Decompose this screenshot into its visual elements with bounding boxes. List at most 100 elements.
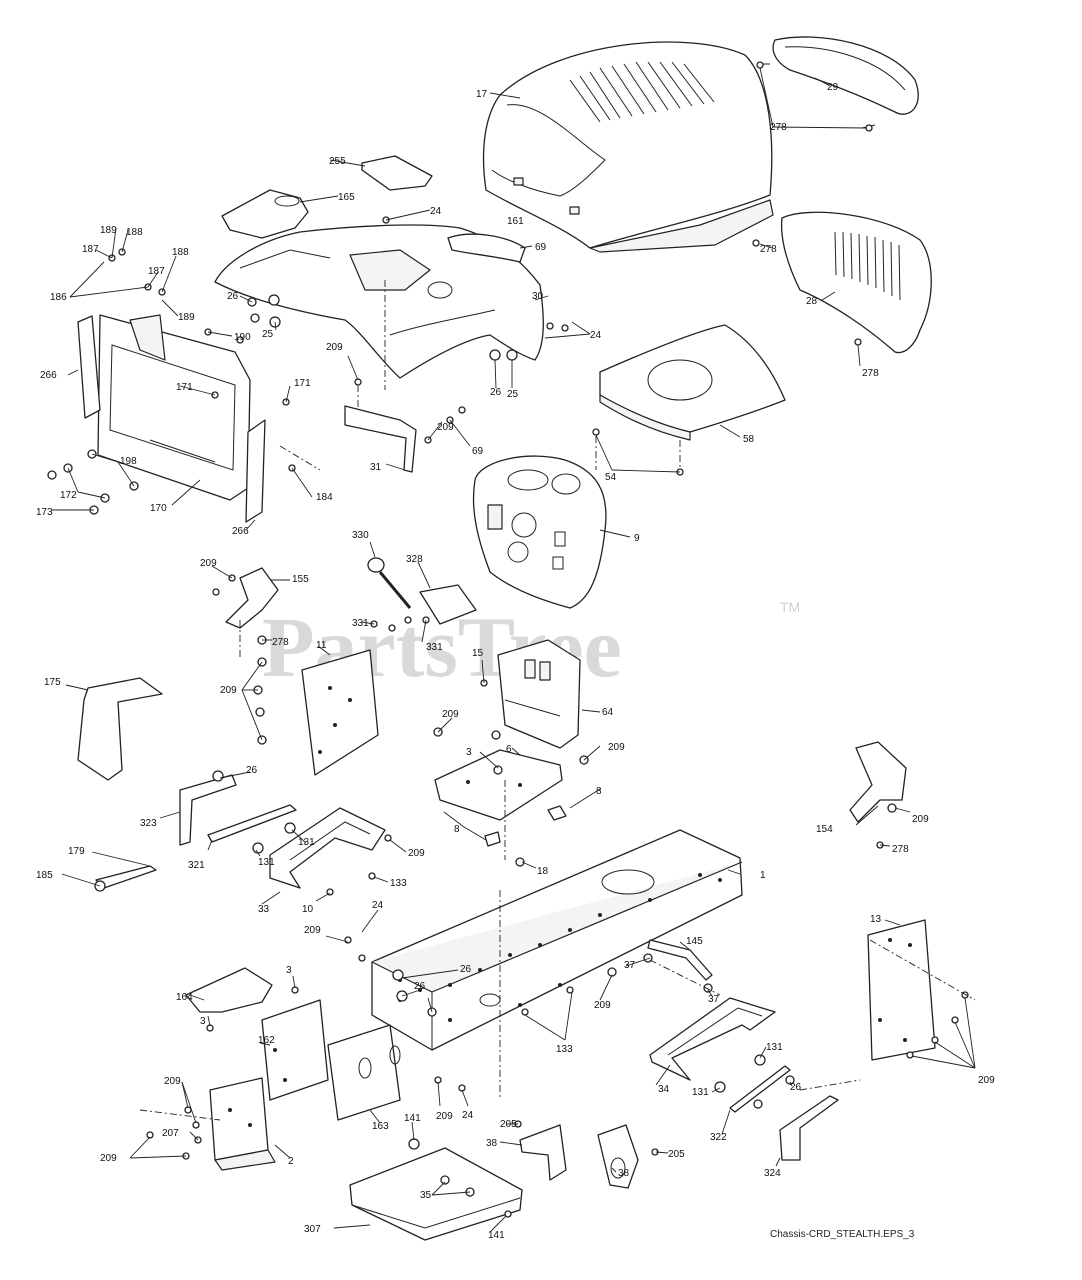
callout-bolt-3-164: 3 [286,965,292,976]
callout-footrest-33: 33 [258,904,270,915]
callout-plate-307: 307 [304,1224,321,1235]
callout-bolt-209-b: 209 [437,422,454,433]
callout-spring-189-a: 189 [100,225,117,236]
hood-part [482,41,774,253]
plate-307-part [349,1147,523,1241]
callout-spring-189-b: 189 [178,312,195,323]
callout-washer-25-left: 25 [262,329,274,340]
clip-8-b-part [484,831,501,847]
callout-plate-162: 162 [258,1035,275,1046]
callout-screw-278-hood: 278 [770,122,787,133]
callout-rod-179: 179 [68,846,85,857]
lever-328-part [367,557,477,625]
callout-bracket-154: 154 [816,824,833,835]
plate-163-part [327,1024,401,1121]
callout-cover-69: 69 [535,242,547,253]
callout-bolt-209-2b: 209 [100,1153,117,1164]
callout-nut-131-c: 131 [766,1042,783,1053]
callout-nut-26-frame-b: 26 [414,981,426,992]
frame-1-part [371,829,743,1051]
callout-pin-187-b: 187 [148,266,165,277]
callout-screw-24-frame: 24 [372,900,384,911]
callout-nut-26-324: 26 [790,1082,802,1093]
callout-bracket-155: 155 [292,574,309,585]
callout-nut-131-d: 131 [692,1087,709,1098]
footrest-34-part [649,997,776,1081]
callout-nut-131-a: 131 [298,837,315,848]
callout-nut-141-b: 141 [488,1230,505,1241]
callout-grille-28: 28 [806,296,818,307]
cover-165-part [221,189,309,239]
callout-dash-panel-30: 30 [532,291,544,302]
callout-bolt-35: 35 [420,1190,432,1201]
bar-322-part [729,1065,791,1113]
callout-panel-11: 11 [316,640,327,651]
callout-screw-278-155: 278 [272,637,289,648]
callout-bolt-209-154: 209 [912,814,929,825]
callout-clip-8-a: 8 [596,786,602,797]
callout-bolt-209-11: 209 [220,685,237,696]
callout-bolt-209-2a: 209 [164,1076,181,1087]
console-9-part [472,455,607,609]
callout-rail-266-left: 266 [40,370,57,381]
callout-pin-15: 15 [472,648,484,659]
callout-bolt-10: 10 [302,904,314,915]
callout-decal-161: 161 [507,216,524,227]
guard-175-part [77,677,163,781]
callout-bracket-164: 164 [176,992,193,1003]
callout-nut-172: 172 [60,490,77,501]
callout-bolt-209-dash: 209 [326,342,343,353]
callout-pin-187-a: 187 [82,244,99,255]
callout-bolt-209-155: 209 [200,558,217,569]
cover-69-part [447,233,526,263]
callout-cover-165: 165 [338,192,355,203]
callout-bracket-145: 145 [686,936,703,947]
callout-footrest-34: 34 [658,1084,670,1095]
panel-11-part [301,649,379,776]
callout-pin-184: 184 [316,492,333,503]
callout-bar-322: 322 [710,1132,727,1143]
callout-bracket-31: 31 [370,462,382,473]
bar-321-part [207,804,297,843]
callout-nut-37-b: 37 [708,994,720,1005]
callout-screw-278-154: 278 [892,844,909,855]
callout-screw-205-a: 205 [500,1119,517,1130]
callout-screw-133-a: 133 [390,878,407,889]
callout-screw-278-grille-a: 278 [760,244,777,255]
callout-bolt-209-frame-b: 209 [594,1000,611,1011]
callout-plate-163: 163 [372,1121,389,1132]
callout-bracket-38-a: 38 [486,1138,498,1149]
module-64-part [497,639,581,749]
callout-nut-37-a: 37 [624,960,636,971]
callout-console-9: 9 [634,533,640,544]
callout-screw-24-top: 24 [430,206,442,217]
callout-plate-255: 255 [329,156,346,167]
callout-bolt-69: 69 [472,446,484,457]
callout-guard-175: 175 [44,677,61,688]
callout-bolt-209-33: 209 [408,848,425,859]
callout-screw-171-b: 171 [294,378,311,389]
callout-pin-188-b: 188 [172,247,189,258]
callout-hood: 17 [476,89,488,100]
callout-nut-26-323: 26 [246,765,258,776]
leader-lines [52,67,976,1233]
watermark-tm: TM [780,599,800,615]
rail-266-left-part [77,315,101,419]
callout-screw-331-a: 331 [352,618,369,629]
callout-bar-321: 321 [188,860,205,871]
callout-washer-207: 207 [162,1128,179,1139]
callout-screw-54: 54 [605,472,617,483]
callout-screw-205-b: 205 [668,1149,685,1160]
callout-module-64: 64 [602,707,614,718]
callout-screw-278-grille-b: 278 [862,368,879,379]
callout-plate-13: 13 [870,914,882,925]
callout-clip-186: 186 [50,292,67,303]
bracket-31-part [344,405,417,473]
callout-screw-171-a: 171 [176,382,193,393]
callout-bolt-209-plate-a: 209 [442,709,459,720]
callout-bolt-3-plate: 3 [466,747,472,758]
callout-screw-24-right: 24 [590,330,602,341]
bracket-2-part [209,1077,276,1171]
rail-266-right-part [245,419,266,523]
